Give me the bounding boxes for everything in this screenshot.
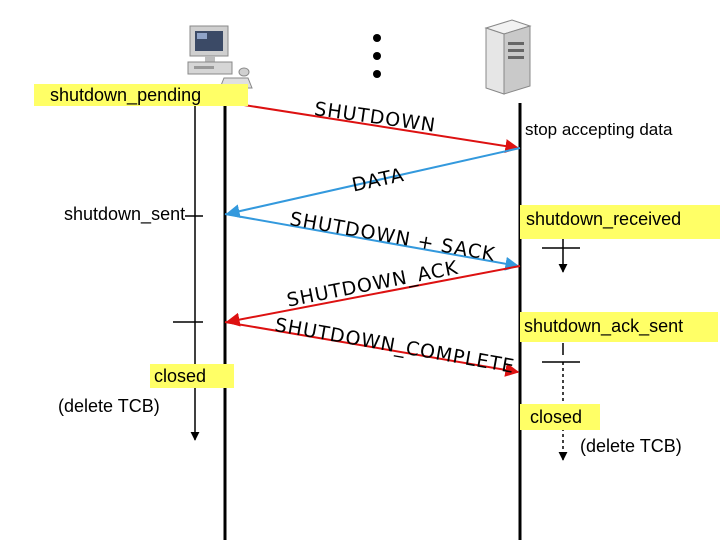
server-state-stop-accepting: stop accepting data — [525, 120, 673, 139]
shutdown-sack-arrow — [224, 213, 520, 271]
server-state-closed: closed — [520, 404, 600, 430]
data-arrow — [225, 147, 521, 219]
server-state-shutdown-ack-sent: shutdown_ack_sent — [520, 312, 718, 342]
shutdown-complete-arrow — [224, 321, 520, 377]
client-state-closed: closed — [150, 364, 234, 388]
server-delete-tcb: (delete TCB) — [580, 436, 682, 456]
server-tower-icon — [484, 19, 532, 95]
client-delete-tcb: (delete TCB) — [58, 396, 160, 416]
vertical-ellipsis-icon — [373, 34, 381, 78]
client-state-shutdown-pending: shutdown_pending — [34, 84, 248, 106]
server-state-shutdown-received: shutdown_received — [520, 205, 720, 239]
shutdown-ack-arrow — [225, 265, 521, 327]
desktop-computer-icon — [187, 25, 253, 89]
client-state-shutdown-sent: shutdown_sent — [64, 204, 186, 225]
shutdown-arrow — [224, 101, 520, 153]
